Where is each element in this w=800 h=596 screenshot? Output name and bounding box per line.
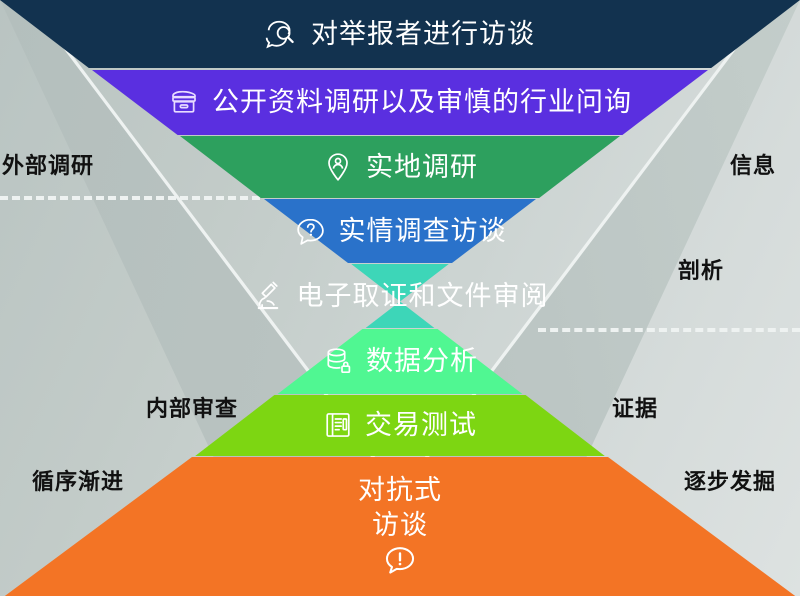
layer-label-line-2: 访谈 [372, 509, 428, 540]
layer-label: 实地调研 [366, 151, 478, 182]
layer-content: 对举报者进行访谈 [265, 17, 535, 51]
layer-content: 对抗式 访谈 [358, 474, 442, 579]
layer-shape [195, 395, 605, 456]
funnel-layer-fact-finding-interview[interactable]: 实情调查访谈 [0, 199, 800, 263]
layer-shape [0, 0, 800, 68]
archive-box-icon [168, 86, 200, 118]
layer-shape [92, 70, 708, 135]
microscope-icon [252, 280, 285, 313]
layer-content: 公开资料调研以及审慎的行业问询 [168, 86, 632, 118]
layer-label-line-1: 对抗式 [358, 475, 442, 506]
layer-label: 实情调查访谈 [338, 215, 507, 246]
funnel-layer-public-records-research[interactable]: 公开资料调研以及审慎的行业问询 [0, 70, 800, 135]
layer-content: 数据分析 [322, 345, 478, 377]
side-label-internal-review: 内部审查 [146, 396, 239, 421]
funnel-layer-adversarial-interview[interactable]: 对抗式 访谈 [0, 457, 800, 596]
database-lock-icon [322, 345, 354, 377]
speech-bubble-search-icon [265, 17, 299, 51]
question-bubble-icon [294, 215, 327, 248]
funnel-layer-transaction-testing[interactable]: 交易测试 [0, 395, 800, 456]
side-label-gradual-progress: 循序渐进 [32, 469, 125, 494]
funnel-layer-data-analysis[interactable]: 数据分析 [0, 329, 800, 394]
funnel-layer-field-research[interactable]: 实地调研 [0, 136, 800, 198]
layer-content: 电子取证和文件审阅 [252, 280, 549, 313]
layer-label: 交易测试 [365, 410, 477, 441]
layer-label: 对举报者进行访谈 [311, 18, 535, 49]
side-label-external-research: 外部调研 [2, 153, 95, 178]
ledger-document-icon [323, 410, 353, 440]
layer-content: 实情调查访谈 [294, 215, 507, 248]
funnel-layer-whistleblower-interview[interactable]: 对举报者进行访谈 [0, 0, 800, 68]
layer-shape [180, 136, 620, 198]
side-label-uncover-step-by-step: 逐步发掘 [683, 469, 776, 494]
side-label-analysis: 剖析 [677, 258, 724, 283]
map-pin-person-icon [322, 151, 354, 183]
layer-label: 电子取证和文件审阅 [296, 280, 549, 311]
layer-content: 实地调研 [322, 151, 478, 183]
alert-bubble-icon [382, 543, 418, 579]
funnel-layer-e-discovery-document-review[interactable]: 电子取证和文件审阅 [0, 264, 800, 328]
side-label-information: 信息 [729, 153, 776, 178]
side-label-evidence: 证据 [611, 396, 658, 421]
layer-label: 公开资料调研以及审慎的行业问询 [212, 87, 632, 118]
layer-content: 交易测试 [323, 409, 477, 441]
layer-label: 数据分析 [366, 346, 478, 377]
